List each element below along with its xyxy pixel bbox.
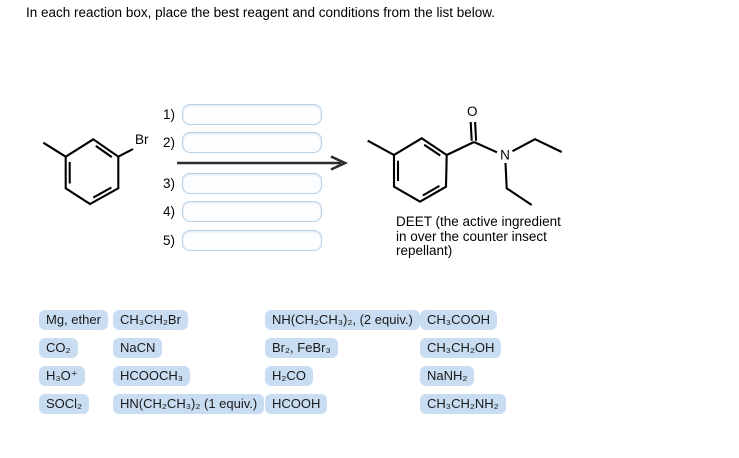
reagent-bank-column-2: CH₃CH₂Br NaCN HCOOCH₃ HN(CH₂CH₃)₂ (1 equ… <box>113 310 265 414</box>
lower-ethyl-bonds <box>504 162 533 206</box>
carbonyl-o-atom-label: O <box>467 104 478 119</box>
product-caption-line: in over the counter insect <box>396 228 547 244</box>
reaction-step-number: 1) <box>163 107 176 122</box>
reaction-step-input-5[interactable] <box>182 230 322 251</box>
reagent-pill-ch3ch2br[interactable]: CH₃CH₂Br <box>113 310 188 330</box>
reaction-step-row-4: 4) <box>163 201 322 222</box>
reagent-pill-hcooch3[interactable]: HCOOCH₃ <box>113 366 191 386</box>
reaction-step-row-2: 2) <box>163 132 322 153</box>
reaction-step-row-3: 3) <box>163 173 322 194</box>
reagent-bank-column-1: Mg, ether CO₂ H₃O⁺ SOCl₂ <box>39 310 108 414</box>
reagent-pill-mg-ether[interactable]: Mg, ether <box>39 310 108 330</box>
methyl-bond <box>367 139 395 156</box>
reagent-pill-ch3ch2oh[interactable]: CH₃CH₂OH <box>420 338 502 358</box>
reaction-arrow <box>177 155 349 171</box>
methyl-bond <box>42 141 67 158</box>
reagent-pill-ch3ch2nh2[interactable]: CH₃CH₂NH₂ <box>420 394 506 414</box>
reagent-pill-h3o-plus[interactable]: H₃O⁺ <box>39 366 85 386</box>
reagent-bank-column-4: CH₃COOH CH₃CH₂OH NaNH₂ CH₃CH₂NH₂ <box>420 310 506 414</box>
benzene-ring-bonds <box>42 138 134 206</box>
reaction-step-input-4[interactable] <box>182 201 322 222</box>
carbonyl-double-bond <box>469 121 473 141</box>
reagent-pill-h2co[interactable]: H₂CO <box>265 366 313 386</box>
reagent-pill-br2-febr3[interactable]: Br₂, FeBr₃ <box>265 338 338 358</box>
reagent-pill-hnet2-1equiv[interactable]: HN(CH₂CH₃)₂ (1 equiv.) <box>113 394 265 414</box>
product-caption-line: DEET (the active ingredient <box>396 214 561 229</box>
reaction-step-number: 4) <box>163 204 176 219</box>
product-caption-line: repellant) <box>396 243 453 259</box>
br-bond <box>117 148 134 158</box>
reagent-pill-co2[interactable]: CO₂ <box>39 338 78 358</box>
reactant-structure: Br <box>42 132 149 206</box>
reaction-step-number: 3) <box>163 176 176 191</box>
reagent-pill-nhet2-2equiv[interactable]: NH(CH₂CH₃)₂, (2 equiv.) <box>265 310 420 330</box>
carbonyl-to-n-bond <box>473 141 498 154</box>
carbonyl-double-bond <box>474 121 478 141</box>
deet-bonds <box>367 121 563 206</box>
reaction-step-row-5: 5) <box>163 230 322 251</box>
br-atom-label: Br <box>135 132 149 147</box>
reagent-pill-nanh2[interactable]: NaNH₂ <box>420 366 475 386</box>
amide-n-atom-label: N <box>500 148 510 163</box>
reagent-pill-hcooh[interactable]: HCOOH <box>265 394 328 414</box>
reaction-step-number: 5) <box>163 233 176 248</box>
reagent-pill-ch3cooh[interactable]: CH₃COOH <box>420 310 498 330</box>
reagent-pill-nacn[interactable]: NaCN <box>113 338 163 358</box>
reagent-pill-socl2[interactable]: SOCl₂ <box>39 394 90 414</box>
ring-to-carbonyl-bond <box>446 141 475 156</box>
reaction-step-input-1[interactable] <box>182 104 322 125</box>
reaction-step-number: 2) <box>163 135 176 150</box>
reaction-step-input-2[interactable] <box>182 132 322 153</box>
product-caption: DEET (the active ingredient in over the … <box>396 214 561 259</box>
page-title: In each reaction box, place the best rea… <box>26 5 496 20</box>
reaction-step-input-3[interactable] <box>182 173 322 194</box>
reaction-step-row-1: 1) <box>163 104 322 125</box>
reagent-bank-column-3: NH(CH₂CH₃)₂, (2 equiv.) Br₂, FeBr₃ H₂CO … <box>265 310 420 414</box>
upper-ethyl-bonds <box>512 138 563 153</box>
product-structure: O N <box>367 104 563 206</box>
